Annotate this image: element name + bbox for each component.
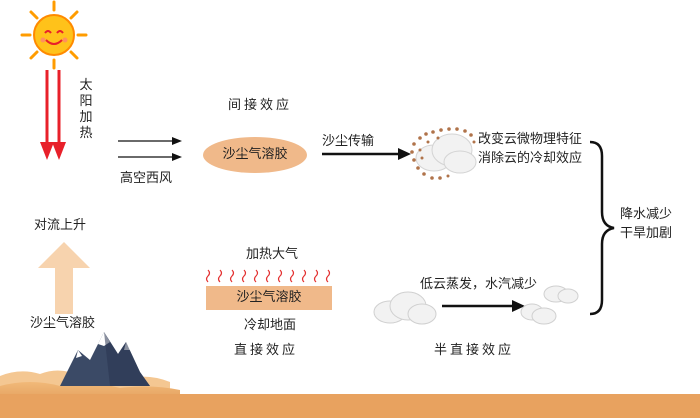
aerosol-ellipse: 沙尘气溶胶 — [203, 137, 307, 173]
cool-ground-label: 冷却地面 — [244, 318, 297, 333]
sun-heating-char: 阳 — [79, 94, 93, 109]
sun-heating-char: 热 — [79, 126, 93, 141]
heat-wave-icon — [205, 269, 331, 283]
semi-direct-effect-label: 半直接效应 — [434, 343, 515, 358]
dusty-cloud-icon — [410, 127, 477, 180]
dust-transport-label: 沙尘传输 — [322, 134, 375, 149]
right-brace — [589, 140, 615, 316]
sun-heating-char: 太 — [79, 78, 93, 93]
sun-icon — [20, 0, 88, 70]
sun-heating-char: 加 — [79, 110, 93, 125]
high-westerly-label: 高空西风 — [120, 171, 173, 186]
small-cloud-icon — [520, 285, 579, 325]
low-cloud-evap-label: 低云蒸发，水汽减少 — [420, 277, 538, 292]
indirect-effect-label: 间接效应 — [228, 98, 293, 113]
solar-heating-arrows — [40, 70, 66, 160]
westerly-arrows — [118, 137, 182, 161]
evaporation-arrow — [442, 300, 525, 312]
cloud-change-line1: 改变云微物理特征 — [478, 132, 583, 147]
cloud-change-line2: 消除云的冷却效应 — [478, 151, 583, 166]
sun-heating-label: 太 阳 加 热 — [78, 78, 94, 142]
dust-aerosol-ground-label: 沙尘气溶胶 — [30, 316, 96, 331]
dust-transport-arrow — [322, 148, 411, 160]
aerosol-band: 沙尘气溶胶 — [206, 286, 332, 310]
precip-line2: 干旱加剧 — [620, 226, 673, 241]
convection-rise-label: 对流上升 — [34, 218, 87, 233]
desert-mountain-scene — [0, 332, 700, 418]
convection-up-arrow — [38, 242, 90, 314]
direct-effect-label: 直接效应 — [234, 343, 299, 358]
precip-line1: 降水减少 — [620, 207, 673, 222]
heat-atmosphere-label: 加热大气 — [246, 247, 299, 262]
cloud-icon — [373, 291, 437, 325]
